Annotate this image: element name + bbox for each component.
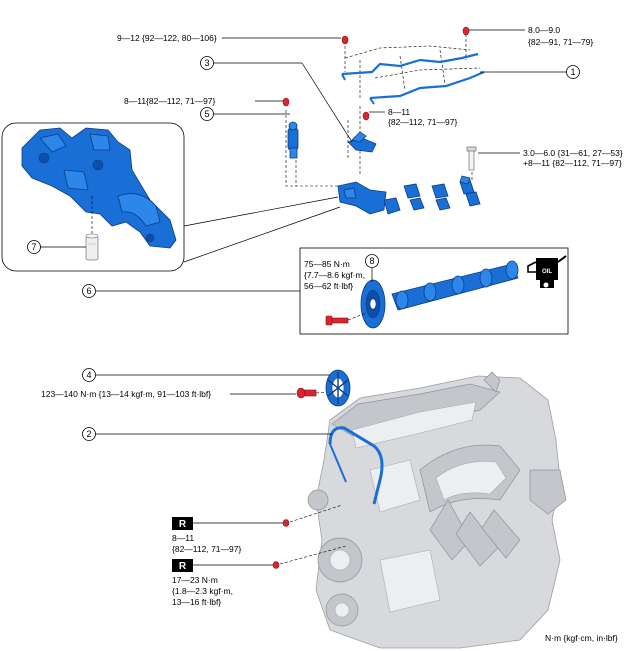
crank-sprocket-part	[325, 369, 351, 407]
callout-2-number: 2	[86, 429, 91, 439]
replace-badge-lower: R	[172, 559, 193, 572]
replace-badge-upper-letter: R	[179, 519, 187, 530]
units-note: N·m {kgf·cm, in·lbf}	[545, 633, 618, 643]
replace-badge-upper: R	[172, 517, 193, 530]
torque-label-8-11-low-line1: 8—11	[172, 533, 194, 543]
red-bolt-group-top	[282, 26, 470, 121]
bracket-part	[347, 131, 377, 153]
callout-7: 7	[27, 240, 86, 254]
top-assembly-dashed-guides	[285, 34, 481, 187]
sprocket-bolt	[325, 312, 367, 326]
callout-2: 2	[82, 427, 96, 441]
torque-label-75-85-line3: 56—62 ft·lbf}	[304, 281, 353, 291]
camshaft-part	[391, 260, 519, 311]
callout-5-number: 5	[204, 109, 209, 119]
torque-label-75-85-line1: 75—85 N·m	[304, 259, 350, 269]
leader-lines-top	[214, 29, 566, 154]
torque-label-17-23-line2: {1.8—2.3 kgf·m,	[172, 586, 233, 596]
callout-6: 6	[82, 284, 96, 298]
callout-4: 4	[82, 368, 96, 382]
dowel-pin-part	[85, 233, 99, 261]
callout-6-number: 6	[86, 286, 91, 296]
torque-label-8-9-line1: 8.0—9.0	[528, 25, 560, 35]
torque-label-8-11-mid-line2: {82—112, 71—97}	[388, 117, 457, 127]
torque-label-3-6-line2: +8—11 {82—112, 71—97}	[523, 158, 622, 168]
torque-label-8-9-line2: {82—91, 71—79}	[528, 37, 593, 47]
callout-7-number: 7	[31, 242, 36, 252]
replace-badge-lower-letter: R	[179, 561, 187, 572]
callout-4-number: 4	[86, 370, 91, 380]
torque-label-8-11-mid-line1: 8—11	[388, 107, 410, 117]
callout-8: 8	[365, 254, 379, 268]
callout-1-number: 1	[570, 67, 575, 77]
oil-can-label: OIL	[542, 269, 552, 275]
camshaft-sprocket-part	[360, 279, 386, 329]
torque-label-8-11-low-line2: {82—112, 71—97}	[172, 544, 241, 554]
torque-label-9-12: 9—12 {92—122, 80—106}	[117, 33, 217, 43]
torque-label-17-23-line1: 17—23 N·m	[172, 575, 218, 585]
callout-3-number: 3	[204, 58, 209, 68]
sensor-part	[287, 121, 299, 159]
torque-label-123-140: 123—140 N·m {13—14 kgf·m, 91—103 ft·lbf}	[41, 389, 211, 399]
crank-bolt	[296, 387, 327, 399]
callout-3: 3	[200, 56, 214, 70]
torque-label-75-85-line2: {7.7—8.6 kgf·m,	[304, 270, 365, 280]
leader-lines-lower	[96, 374, 332, 566]
long-cap-bolt	[466, 146, 477, 171]
torque-label-8-11-left: 8—11{82—112, 71—97}	[124, 96, 216, 106]
engine-block	[307, 371, 567, 649]
camshaft-caps-row	[337, 175, 481, 215]
callout-5: 5	[200, 107, 214, 121]
camshaft-cap-inset-part	[21, 127, 177, 249]
torque-label-17-23-line3: 13—16 ft·lbf}	[172, 597, 221, 607]
oil-pipe-part	[341, 52, 485, 105]
torque-label-3-6-line1: 3.0—6.0 {31—61, 27—53}	[523, 148, 623, 158]
oil-can-icon: OIL	[527, 255, 567, 288]
callout-1: 1	[566, 65, 580, 79]
callout-8-number: 8	[369, 256, 374, 266]
